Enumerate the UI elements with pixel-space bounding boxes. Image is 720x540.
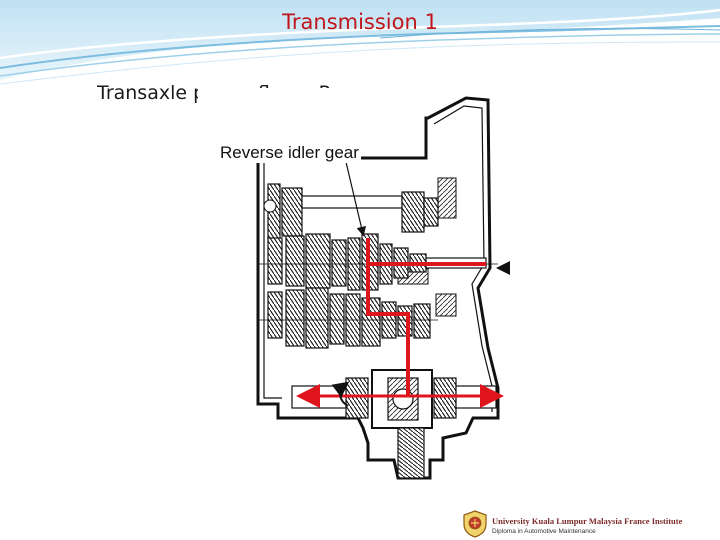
slide-title: Transmission 1 xyxy=(282,10,438,34)
reverse-power-flow xyxy=(296,238,504,408)
header-decoration xyxy=(0,0,720,85)
rotation-arrow-left xyxy=(331,381,350,407)
university-crest-icon xyxy=(463,510,487,538)
footer-organization: University Kuala Lumpur Malaysia France … xyxy=(492,516,683,526)
idler-leader-line xyxy=(345,161,367,237)
reverse-idler-gear-label: Reverse idler gear xyxy=(218,143,361,163)
input-shaft-gears xyxy=(263,183,439,241)
footer-department: Diploma in Automotive Maintenance xyxy=(492,528,596,535)
